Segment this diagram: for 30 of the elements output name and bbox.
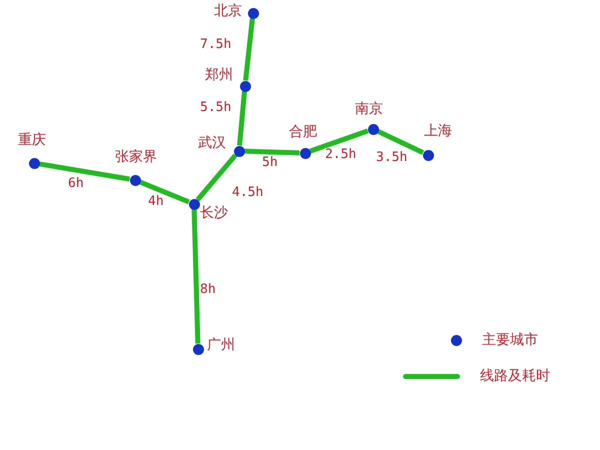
edge-label: 6h [68, 177, 84, 190]
route-line [192, 209, 200, 344]
route-line [139, 180, 190, 204]
route-line [376, 129, 424, 155]
edge-label: 5.5h [200, 101, 232, 114]
city-name: 张家界 [115, 150, 157, 164]
city-name: 北京 [214, 4, 242, 18]
edge-label: 4.5h [232, 186, 264, 199]
route-line [237, 91, 247, 146]
city-name: 广州 [207, 338, 235, 352]
city-name: 重庆 [18, 133, 46, 147]
edge-label: 3.5h [376, 151, 408, 164]
edge-label: 4h [148, 195, 164, 208]
legend-text: 主要城市 [482, 333, 538, 347]
legend-text: 线路及耗时 [480, 369, 550, 383]
city-name: 合肥 [289, 125, 317, 139]
edge-label: 8h [200, 283, 216, 296]
city-name: 南京 [355, 102, 383, 116]
edge-label: 2.5h [325, 148, 356, 161]
route-line [309, 128, 369, 154]
route-line [39, 161, 130, 182]
city-name: 郑州 [205, 68, 233, 82]
edge-label: 7.5h [200, 38, 232, 51]
route-line [243, 18, 255, 81]
city-name: 长沙 [200, 206, 228, 220]
city-name: 武汉 [198, 136, 226, 150]
edge-label: 5h [262, 156, 278, 169]
route-line [244, 148, 300, 156]
route-line [196, 154, 238, 202]
city-name: 上海 [424, 124, 452, 138]
